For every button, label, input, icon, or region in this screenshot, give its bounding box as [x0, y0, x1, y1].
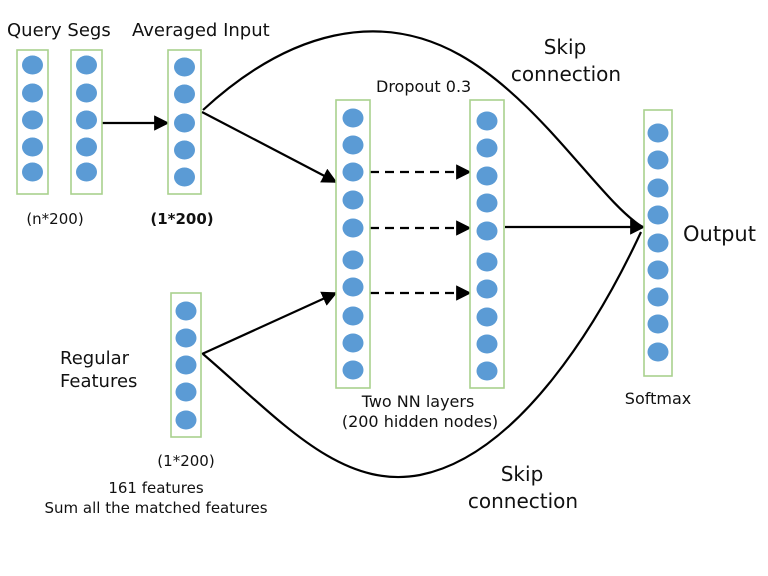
output-label: Output	[683, 222, 756, 246]
neuron-node	[342, 108, 364, 128]
neuron-node	[647, 178, 669, 198]
query-seg-layer-1	[16, 49, 49, 195]
neuron-node	[175, 355, 197, 375]
skip-connection-bottom-curve	[202, 231, 642, 479]
skip-connection-top-label-line1: Skip	[543, 35, 587, 59]
neuron-node	[647, 233, 669, 253]
softmax-label: Softmax	[624, 389, 692, 408]
neuron-node	[647, 123, 669, 143]
neuron-node	[342, 218, 364, 238]
neuron-node	[342, 360, 364, 380]
neuron-node	[22, 55, 43, 75]
neuron-node	[342, 135, 364, 155]
nn-layers-label: Two NN layers	[361, 392, 475, 411]
neuron-node	[647, 287, 669, 307]
softmax-output-layer	[643, 109, 673, 377]
neuron-node	[476, 221, 498, 241]
features-sum-label: Sum all the matched features	[44, 499, 268, 517]
neuron-node	[175, 382, 197, 402]
neuron-node	[476, 252, 498, 272]
neuron-node	[647, 260, 669, 280]
neuron-node	[76, 83, 97, 103]
neuron-node	[476, 138, 498, 158]
hidden-layer-1	[335, 99, 371, 389]
skip-connection-bottom-label-line1: Skip	[500, 462, 544, 486]
neuron-node	[476, 279, 498, 299]
neuron-node	[342, 250, 364, 270]
dropout-label: Dropout 0.3	[376, 77, 472, 96]
neuron-node	[476, 307, 498, 327]
features-count-label: 161 features	[108, 479, 204, 497]
regular-features-label-line1: Regular	[60, 348, 130, 369]
regular-features-label-line2: Features	[60, 371, 138, 392]
neuron-node	[174, 167, 195, 187]
neuron-node	[76, 55, 97, 75]
arrow-avg-to-hidden	[201, 111, 338, 183]
query-segs-label: Query Segs	[7, 20, 111, 41]
neuron-node	[647, 150, 669, 170]
neuron-node	[342, 190, 364, 210]
hidden-nodes-label: (200 hidden nodes)	[341, 412, 499, 431]
neuron-node	[476, 111, 498, 131]
averaged-input-label: Averaged Input	[132, 20, 270, 41]
query-dim-label: (n*200)	[26, 210, 84, 228]
neuron-node	[342, 162, 364, 182]
regular-dim-label: (1*200)	[157, 452, 215, 470]
neuron-node	[174, 140, 195, 160]
regular-features-layer	[170, 292, 202, 438]
neuron-node	[174, 113, 195, 133]
neuron-node	[175, 328, 197, 348]
neuron-node	[647, 205, 669, 225]
neuron-node	[342, 333, 364, 353]
arrow-regular-to-hidden	[201, 291, 338, 356]
skip-connection-bottom-label-line2: connection	[467, 489, 579, 513]
neuron-node	[647, 342, 669, 362]
query-seg-layer-2	[70, 49, 103, 195]
neuron-node	[76, 162, 97, 182]
neuron-node	[476, 166, 498, 186]
skip-connection-top-label-line2: connection	[510, 62, 622, 86]
neuron-node	[174, 84, 195, 104]
neuron-node	[476, 361, 498, 381]
avg-dim-label: (1*200)	[150, 210, 214, 228]
skip-connection-top-curve	[202, 30, 642, 227]
neuron-node	[647, 314, 669, 334]
neuron-node	[342, 277, 364, 297]
hidden-layer-2	[469, 99, 505, 389]
neuron-node	[76, 137, 97, 157]
neuron-node	[175, 410, 197, 430]
neuron-node	[22, 110, 43, 130]
neuron-node	[22, 137, 43, 157]
neuron-node	[22, 83, 43, 103]
neuron-node	[174, 57, 195, 77]
neuron-node	[476, 193, 498, 213]
neuron-node	[476, 334, 498, 354]
averaged-input-layer	[167, 49, 202, 195]
neuron-node	[342, 306, 364, 326]
neuron-node	[76, 110, 97, 130]
neuron-node	[175, 301, 197, 321]
neuron-node	[22, 162, 43, 182]
